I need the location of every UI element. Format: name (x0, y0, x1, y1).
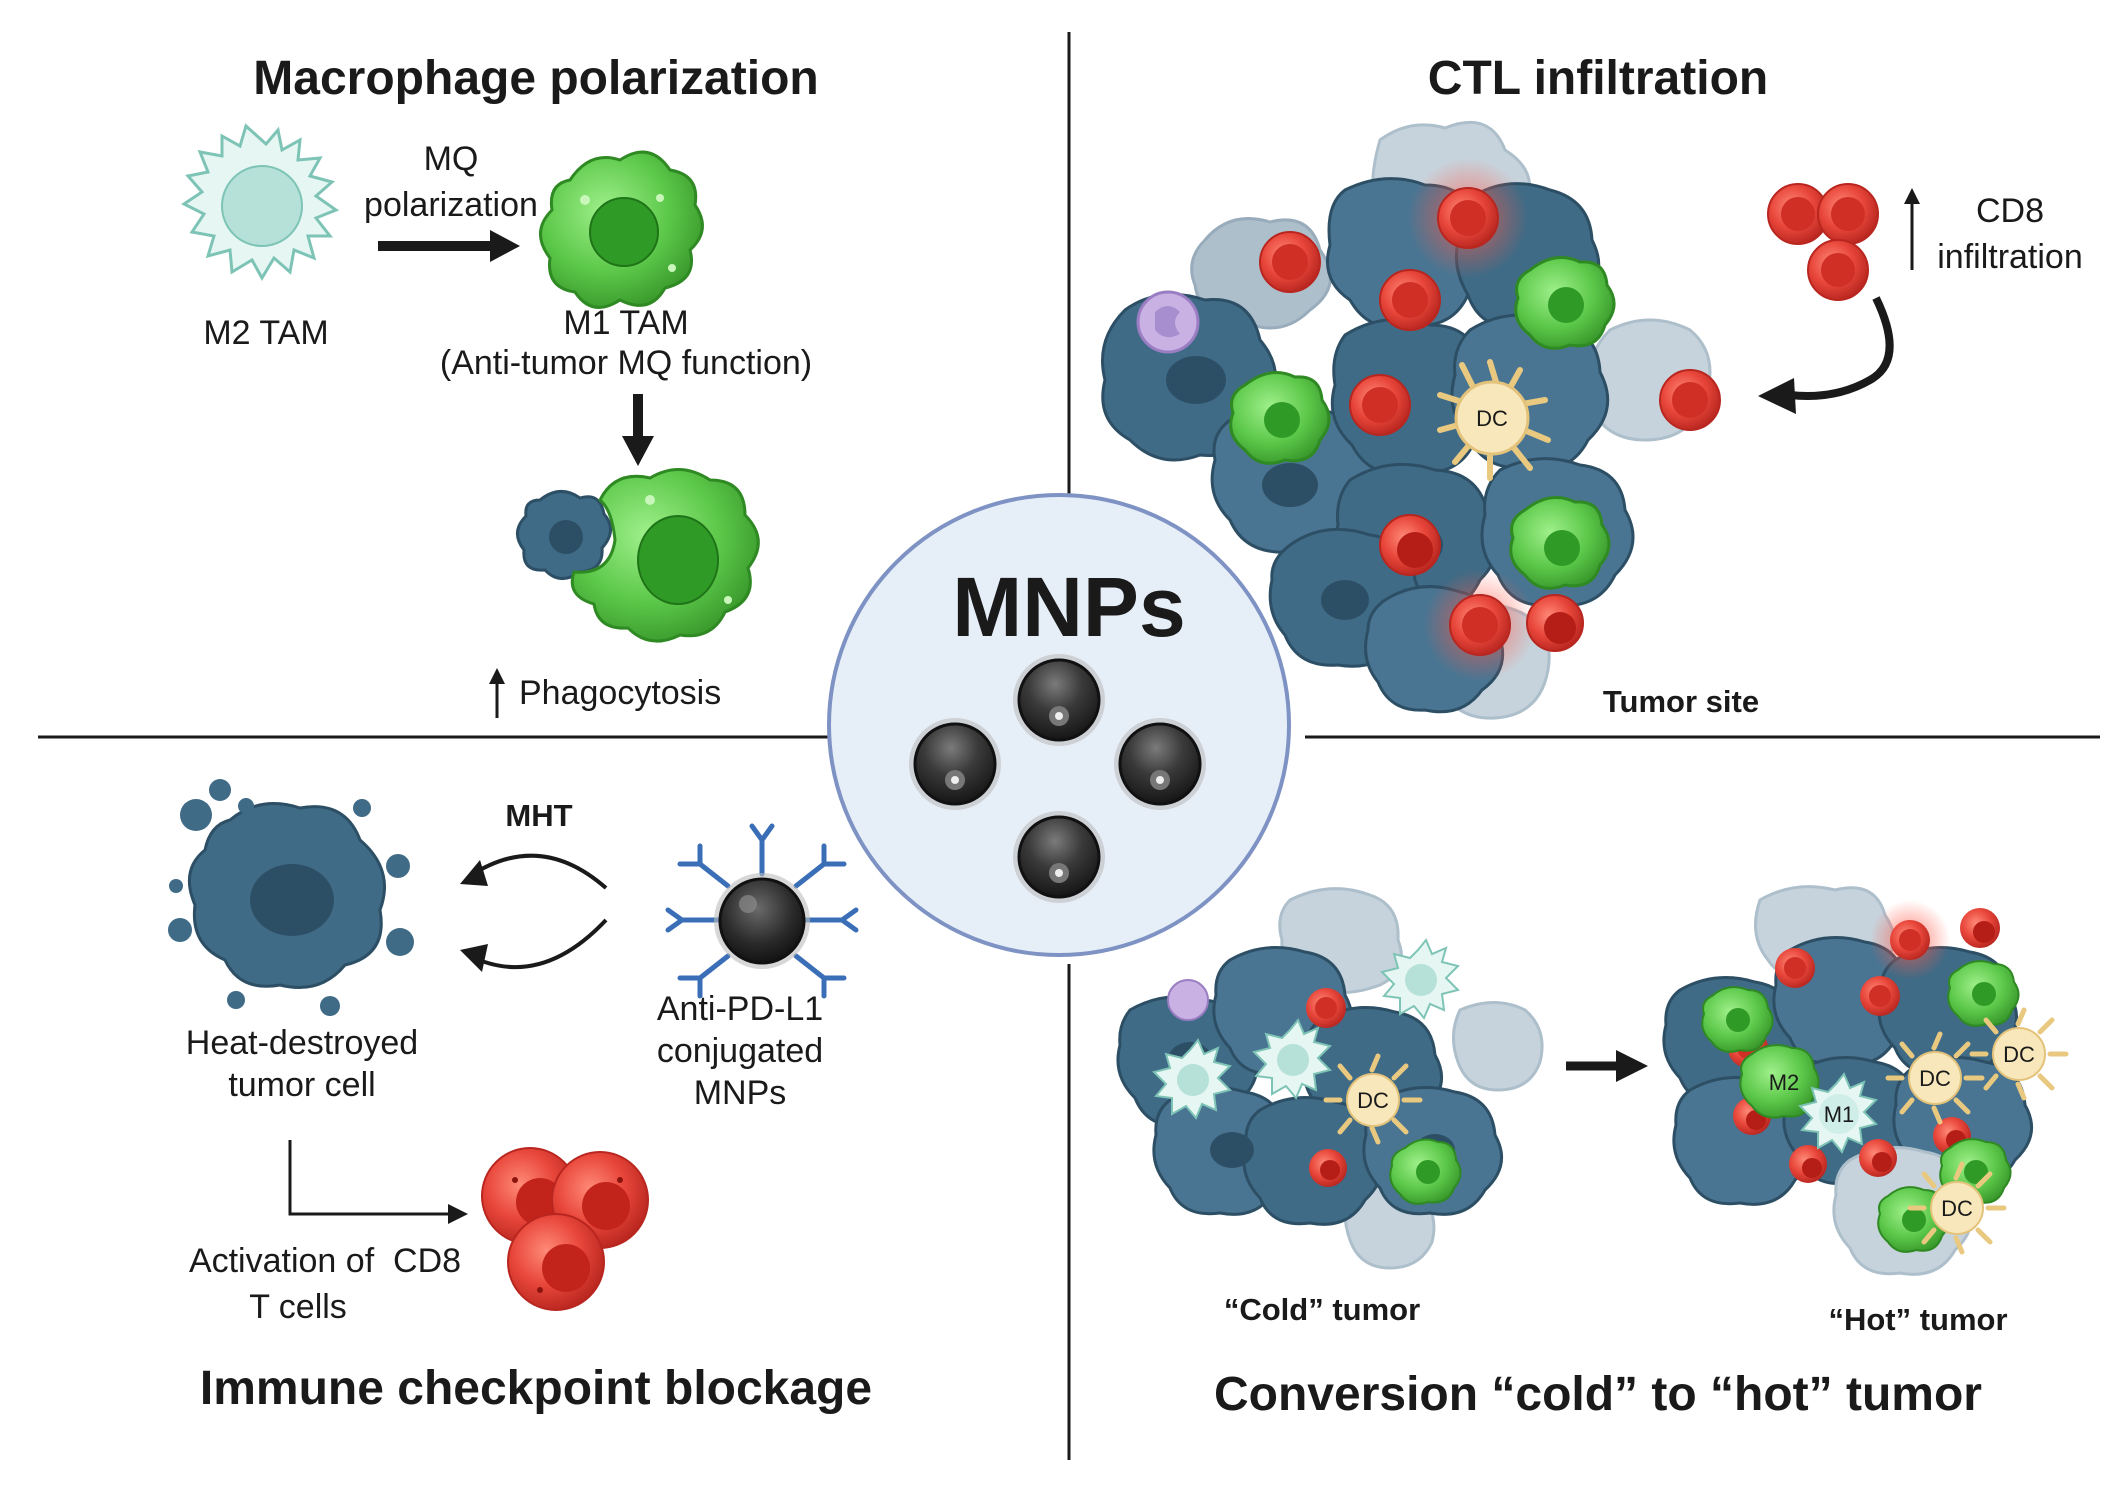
cold-dc-label: DC (1357, 1088, 1389, 1113)
m1-tam-sublabel: (Anti-tumor MQ function) (440, 344, 812, 382)
mnps-label: MNPs (694, 1074, 787, 1112)
mq-label: MQ (424, 140, 479, 178)
m1-tam-cell (539, 150, 704, 309)
ctl-title: CTL infiltration (1428, 52, 1768, 105)
nanoparticle-right (1114, 718, 1206, 810)
activation-elbow-arrow (288, 1140, 468, 1224)
center-title: MNPs (952, 560, 1185, 654)
activation-label: Activation of CD8 (189, 1242, 461, 1280)
tumor-cell-label: tumor cell (228, 1066, 375, 1104)
nanoparticle-bottom (1013, 811, 1105, 903)
polarization-arrow (378, 230, 520, 262)
ctl-tumor-cluster (1101, 120, 1721, 720)
checkpoint-title: Immune checkpoint blockage (200, 1362, 872, 1415)
cold-to-hot-arrow (1566, 1050, 1648, 1082)
polarization-label: polarization (364, 186, 538, 224)
tcells-label: T cells (249, 1288, 347, 1326)
anti-pdl1-label: Anti-PD-L1 (657, 990, 823, 1028)
hot-m2-label: M2 (1769, 1070, 1800, 1095)
ctl-dc-label: DC (1476, 406, 1508, 431)
m1-tam-label: M1 TAM (563, 304, 688, 342)
phagocytosis-label: Phagocytosis (519, 674, 721, 712)
mht-arrow-top (460, 853, 608, 890)
hot-tumor-label: “Hot” tumor (1828, 1302, 2007, 1337)
hot-dc-label-1: DC (1919, 1066, 1951, 1091)
mht-label: MHT (505, 798, 572, 833)
ctl-dendritic-cell (1437, 359, 1551, 481)
mht-arrow-bottom (460, 918, 608, 972)
m2-tam-cell (181, 123, 340, 281)
hot-m1-label: M1 (1824, 1102, 1855, 1127)
macrophage-title: Macrophage polarization (253, 52, 818, 105)
hot-dc-label-2: DC (2003, 1042, 2035, 1067)
heat-destroyed-tumor-cell (168, 779, 414, 1016)
anti-pdl1-mnp (665, 823, 859, 999)
hot-dc-label-3: DC (1941, 1196, 1973, 1221)
cold-tumor-label: “Cold” tumor (1224, 1292, 1420, 1327)
down-arrow (622, 394, 654, 466)
infiltration-curved-arrow (1758, 296, 1894, 414)
phagocytosis-cells (516, 468, 760, 643)
activated-cd8-tcells (481, 1147, 649, 1311)
hot-tumor-cluster (1662, 885, 2069, 1276)
cold-tumor-cluster (1116, 887, 1544, 1270)
cd8-up-arrow (1904, 188, 1920, 270)
tumor-site-label: Tumor site (1603, 684, 1759, 719)
nanoparticle-left (909, 718, 1001, 810)
conjugated-label: conjugated (657, 1032, 823, 1070)
cd8-label: CD8 (1976, 192, 2044, 230)
nanoparticle-top (1013, 654, 1105, 746)
infiltration-label: infiltration (1937, 238, 2083, 276)
phagocytosis-up-arrow (489, 668, 505, 718)
heat-destroyed-label: Heat-destroyed (186, 1024, 418, 1062)
m2-tam-label: M2 TAM (203, 314, 328, 352)
conversion-title: Conversion “cold” to “hot” tumor (1214, 1368, 1982, 1421)
cd8-incoming-cells (1767, 183, 1879, 301)
